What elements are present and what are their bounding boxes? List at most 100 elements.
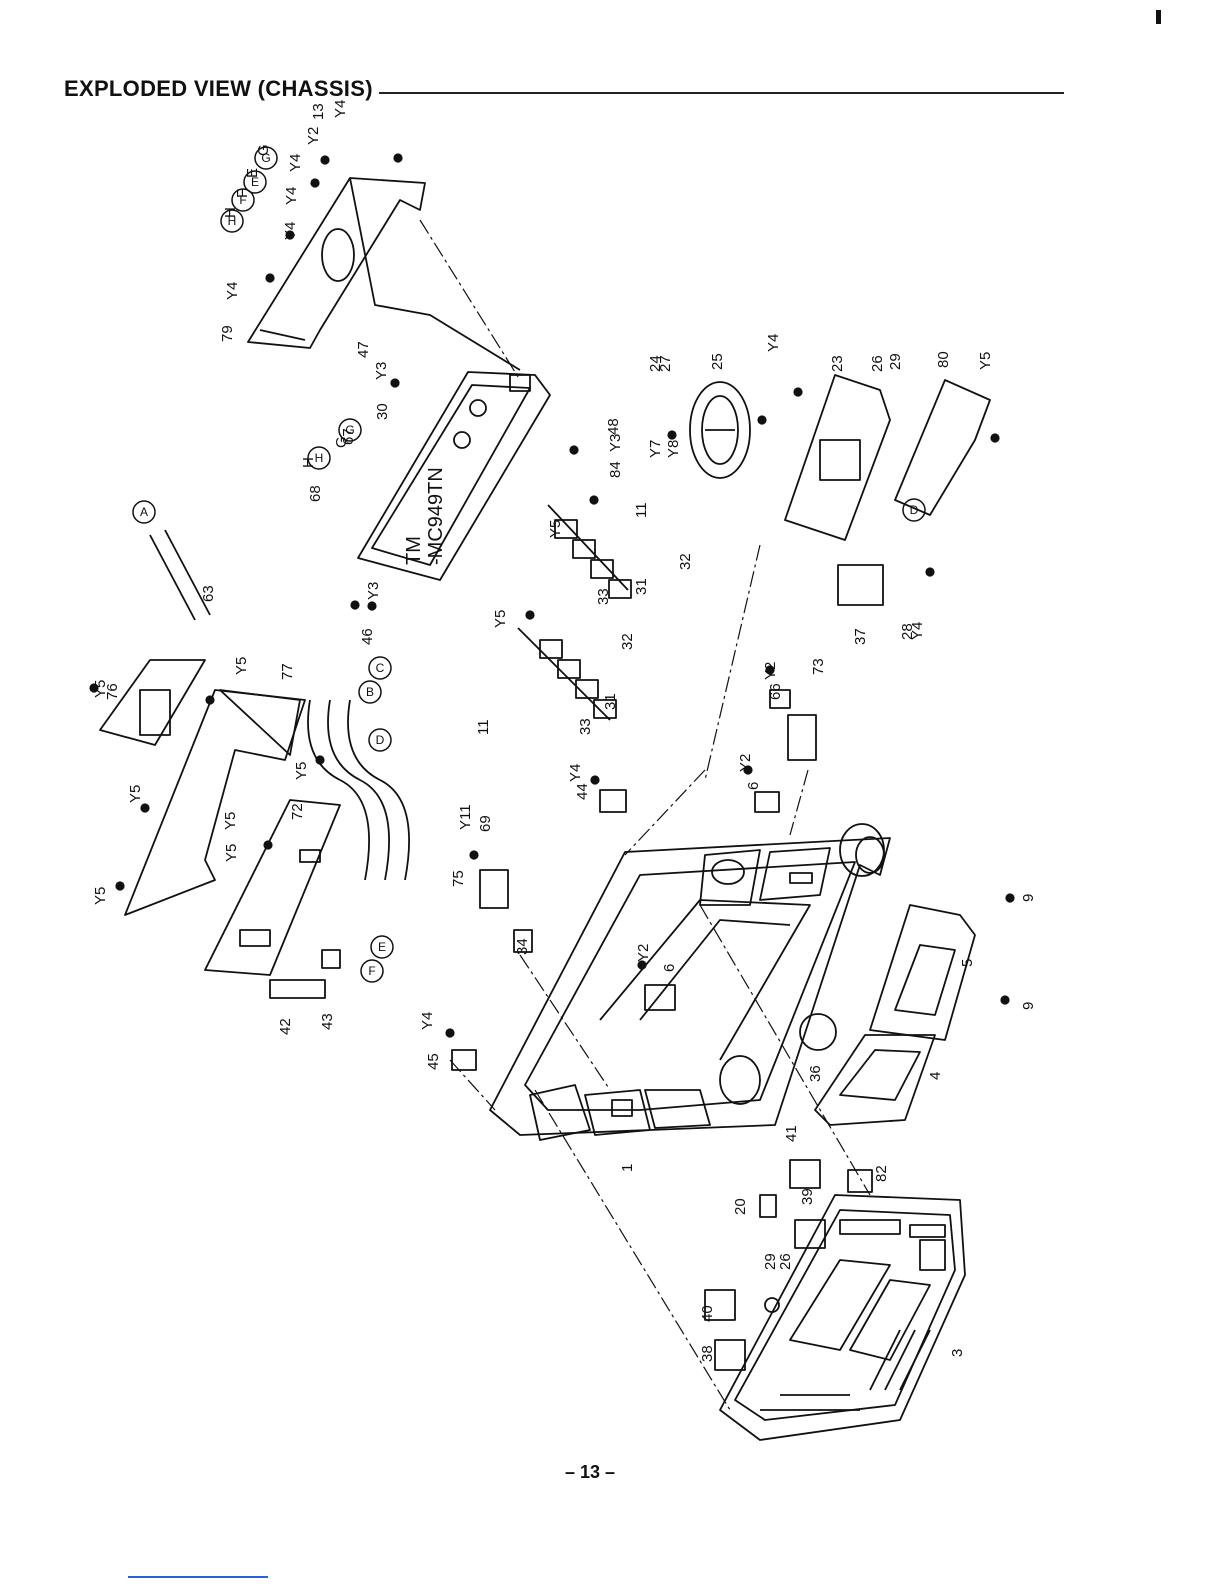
part-label: 67	[340, 428, 357, 445]
callout-circle-c	[368, 656, 392, 680]
part-label: 3	[949, 1349, 966, 1357]
part-label: 43	[319, 1013, 336, 1030]
part-label: 9	[1020, 894, 1037, 902]
part-label: 80	[935, 351, 952, 368]
part-label: Y4	[332, 100, 349, 118]
part-label: 47	[355, 341, 372, 358]
part-label: Y4	[282, 222, 299, 240]
part-label: 63	[200, 585, 217, 602]
callout-circle-a	[132, 500, 156, 524]
nut-26	[764, 1297, 780, 1313]
ribbon-cable-63	[149, 534, 196, 621]
part-label: 37	[852, 628, 869, 645]
part-label: Y2	[737, 754, 754, 772]
switch-block-upper	[547, 504, 632, 599]
part-label: Y4	[567, 764, 584, 782]
bracket-6-lower	[644, 984, 676, 1011]
part-label: Y3	[365, 582, 382, 600]
part-label: 9	[1020, 1002, 1037, 1010]
callout-f: F	[368, 964, 375, 978]
bracket-41	[789, 1159, 821, 1189]
motor-73	[787, 714, 817, 761]
part-label: 28	[899, 623, 916, 640]
part-label: Y5	[223, 844, 240, 862]
part-label: Y3	[607, 434, 624, 452]
callout-circle-e-upper	[243, 170, 267, 194]
part-label: Y8	[665, 440, 682, 458]
part-label: 26	[777, 1253, 794, 1270]
part-label: Y4	[909, 622, 926, 640]
board-label-model: -MC949TN	[425, 467, 447, 565]
bracket-40	[704, 1289, 736, 1321]
part-label: Y2	[635, 944, 652, 962]
part-label: 34	[514, 938, 531, 955]
part-label: 44	[574, 783, 591, 800]
part-label: 11	[633, 502, 650, 518]
bracket-37	[837, 564, 884, 606]
board-77	[124, 689, 306, 916]
corner-mark	[1156, 10, 1161, 24]
callout-circle-b	[358, 680, 382, 704]
part-label: Y5	[92, 680, 109, 698]
part-label: 75	[450, 870, 467, 887]
part-label: 1	[619, 1164, 636, 1172]
part-label: 5	[959, 959, 976, 967]
part-label: 24	[647, 355, 664, 372]
page-title: EXPLODED VIEW (CHASSIS)	[64, 76, 373, 101]
part-34	[513, 929, 533, 953]
part-label: 42	[277, 1018, 294, 1035]
bracket-82	[847, 1169, 873, 1193]
part-label: Y4	[283, 187, 300, 205]
part-label: H	[300, 457, 317, 468]
part-label: 29	[762, 1253, 779, 1270]
callout-circle-f-upper	[231, 188, 255, 212]
part-label: G	[255, 144, 272, 156]
part-label: 77	[279, 663, 296, 680]
callout-b: B	[366, 685, 374, 699]
part-label: 6	[745, 782, 762, 790]
part-label: 66	[767, 683, 784, 700]
board-label-tm: TM	[403, 536, 425, 565]
part-label: Y5	[977, 352, 994, 370]
part-label: Y5	[492, 610, 509, 628]
callout-g: G	[261, 151, 270, 165]
part-label: 13	[310, 103, 327, 120]
part-label: 38	[699, 1345, 716, 1362]
part-label: Y5	[547, 520, 564, 538]
title-rule	[378, 92, 1064, 94]
callout-e-2: E	[251, 175, 259, 189]
part-label: 45	[425, 1053, 442, 1070]
bracket-38	[714, 1339, 746, 1371]
callout-circle-g-board	[338, 418, 362, 442]
part-label: 20	[732, 1198, 749, 1215]
part-label: 79	[219, 325, 236, 342]
part-label: 72	[289, 803, 306, 820]
part-label: Y7	[647, 440, 664, 458]
callout-e: E	[378, 940, 386, 954]
ribbon-cable-63b	[164, 529, 211, 616]
rear-plate	[247, 177, 521, 371]
callout-circle-g-upper	[254, 146, 278, 170]
front-panel	[719, 1194, 966, 1441]
callout-g-2: G	[345, 423, 354, 437]
mechanism-23	[784, 374, 891, 541]
part-label: 6	[661, 964, 678, 972]
flat-cable	[307, 699, 410, 881]
part-label: 29	[887, 353, 904, 370]
callout-circle-h-upper	[220, 209, 244, 233]
part-label: 23	[829, 355, 846, 372]
flywheel-25	[689, 381, 751, 479]
switch-75	[479, 869, 509, 909]
part-label: 39	[799, 1188, 816, 1205]
part-label: 27	[657, 355, 674, 372]
part-label: H	[222, 207, 239, 218]
part-label: 32	[619, 633, 636, 650]
part-20	[759, 1194, 777, 1218]
callout-d-2: D	[910, 503, 919, 517]
bottom-plate-80	[894, 379, 991, 516]
part-label: 33	[595, 588, 612, 605]
page-header: EXPLODED VIEW (CHASSIS)	[64, 74, 1064, 104]
part-label: Y4	[419, 1012, 436, 1030]
part-label: Y11	[457, 804, 474, 830]
